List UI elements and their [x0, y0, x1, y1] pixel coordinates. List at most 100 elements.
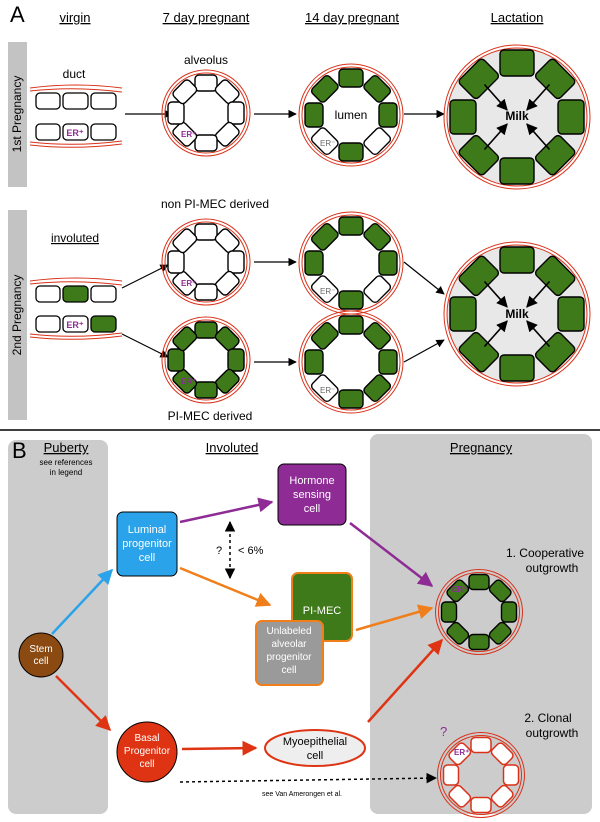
- percent-label: < 6%: [238, 545, 264, 557]
- epithelial-cell: [363, 74, 392, 103]
- alveolus-label: alveolus: [184, 53, 228, 67]
- epithelial-cell: [557, 296, 585, 332]
- epithelial-cell: [499, 157, 535, 185]
- er-plus-2nd-7day-a: ER⁺: [181, 279, 196, 288]
- stem-cell: [18, 632, 64, 678]
- column-lactation: Lactation: [491, 10, 544, 25]
- epithelial-cell: [448, 742, 472, 766]
- milk-arrow: [526, 280, 551, 308]
- epithelial-cell: [449, 296, 477, 332]
- column-7-day: 7 day pregnant: [163, 10, 250, 25]
- epithelial-cell: [172, 79, 198, 105]
- epithelial-cell: [363, 321, 392, 350]
- epithelial-cell: [468, 573, 490, 591]
- er-plus-cooperative: ER⁺: [452, 585, 467, 594]
- epithelial-cell: [310, 275, 339, 304]
- epithelial-cell: [167, 101, 185, 125]
- epithelial-cell: [194, 321, 218, 339]
- epithelial-cell: [557, 99, 585, 135]
- myoepithelial-outline: [301, 66, 401, 164]
- basal-label-1: Basal: [134, 733, 159, 744]
- unlabeled-progenitor-cell: [255, 620, 324, 686]
- duct-label: duct: [63, 67, 86, 81]
- epithelial-cell: [304, 250, 324, 276]
- epithelial-cell: [227, 250, 245, 274]
- myoepithelial-cell: [264, 729, 366, 767]
- epithelial-cell: [172, 228, 198, 254]
- epithelial-cell: [214, 121, 240, 147]
- epithelial-cell: [214, 326, 240, 352]
- epithelial-cell: [227, 348, 245, 372]
- row-bar-1st: [8, 42, 27, 187]
- epithelial-cell: [338, 216, 364, 236]
- epithelial-cell: [214, 270, 240, 296]
- column-virgin: virgin: [59, 10, 90, 25]
- hormone-label-3: cell: [304, 503, 321, 515]
- puberty-note-2: in legend: [50, 468, 82, 477]
- alveolus-2nd-lactation: [443, 241, 591, 387]
- arrow-2nd-up: [121, 264, 169, 289]
- unlabeled-label-2: alveolar: [271, 639, 307, 650]
- myoepithelial-outline: [161, 316, 251, 404]
- row-label-2nd: 2nd Pregnancy: [10, 275, 24, 356]
- epithelial-cell: [338, 389, 364, 409]
- cooperative-label-2: outgrowth: [526, 561, 579, 575]
- pimec-label: PI-MEC: [303, 605, 342, 617]
- myoepithelial-outline: [443, 44, 591, 190]
- alveolus-1st-7day: [161, 69, 251, 157]
- dashed-van-amerongen-arrow: [179, 772, 438, 784]
- basal-label-3: cell: [139, 759, 154, 770]
- panel-a-letter: A: [10, 2, 25, 27]
- clonal-label-1: 2. Clonal: [524, 711, 571, 725]
- virgin-duct-1st: [29, 84, 123, 148]
- pimec-derived-label: PI-MEC derived: [168, 409, 253, 423]
- epithelial-cell: [172, 326, 198, 352]
- er-plus-1st-7day: ER⁺: [181, 130, 196, 139]
- epithelial-cell: [310, 74, 339, 103]
- epithelial-cell: [490, 784, 514, 808]
- epithelial-cell: [310, 374, 339, 403]
- epithelial-cell: [167, 348, 185, 372]
- column-14-day: 14 day pregnant: [305, 10, 399, 25]
- puberty-note-1: see references: [40, 458, 93, 467]
- hormone-sensing-cell: [277, 463, 347, 526]
- luminal-label-2: progenitor: [122, 538, 172, 550]
- epithelial-cell: [338, 315, 364, 335]
- milk-arrow: [483, 83, 508, 111]
- van-amerongen-label: see Van Amerongen et al.: [262, 791, 342, 798]
- involuted-title: Involuted: [206, 440, 259, 455]
- lumen-label: lumen: [335, 108, 368, 122]
- alveolus-1st-14day: [298, 63, 404, 167]
- puberty-title: Puberty: [44, 440, 89, 455]
- myoepithelial-outline: [161, 69, 251, 157]
- clonal-label-2: outgrowth: [526, 726, 579, 740]
- alveolus-2nd-7day-nonpimec: [161, 218, 251, 306]
- epithelial-cell: [470, 736, 492, 754]
- question-mark: ?: [216, 545, 222, 557]
- row-bar-2nd: [8, 210, 27, 420]
- epithelial-cell: [378, 349, 398, 375]
- luminal-label-1: Luminal: [128, 524, 167, 536]
- panel-b-letter: B: [12, 438, 27, 463]
- epithelial-cell: [227, 101, 245, 125]
- myoepithelial-outline: [164, 221, 248, 303]
- epithelial-cell: [499, 354, 535, 382]
- myoepithelial-outline: [438, 572, 520, 652]
- epithelial-cell: [446, 621, 470, 645]
- epithelial-cell: [502, 764, 520, 786]
- myoepithelial-outline: [298, 310, 404, 414]
- alveolus-1st-lactation: [443, 44, 591, 190]
- epithelial-cell: [194, 283, 218, 301]
- epithelial-cell: [338, 142, 364, 162]
- myoepithelial-outline: [298, 63, 404, 167]
- basal-label-2: Progenitor: [124, 746, 171, 757]
- milk-label-2nd: Milk: [505, 307, 529, 321]
- epithelial-cell: [470, 796, 492, 814]
- myo-label-2: cell: [307, 750, 324, 762]
- epithelial-cell: [194, 381, 218, 399]
- arrow-hormone-pregnancy: [349, 522, 434, 587]
- epithelial-cell: [310, 321, 339, 350]
- epithelial-cell: [310, 222, 339, 251]
- cooperative-label-1: 1. Cooperative: [506, 546, 584, 560]
- er-plus-involuted: ER⁺: [66, 320, 84, 330]
